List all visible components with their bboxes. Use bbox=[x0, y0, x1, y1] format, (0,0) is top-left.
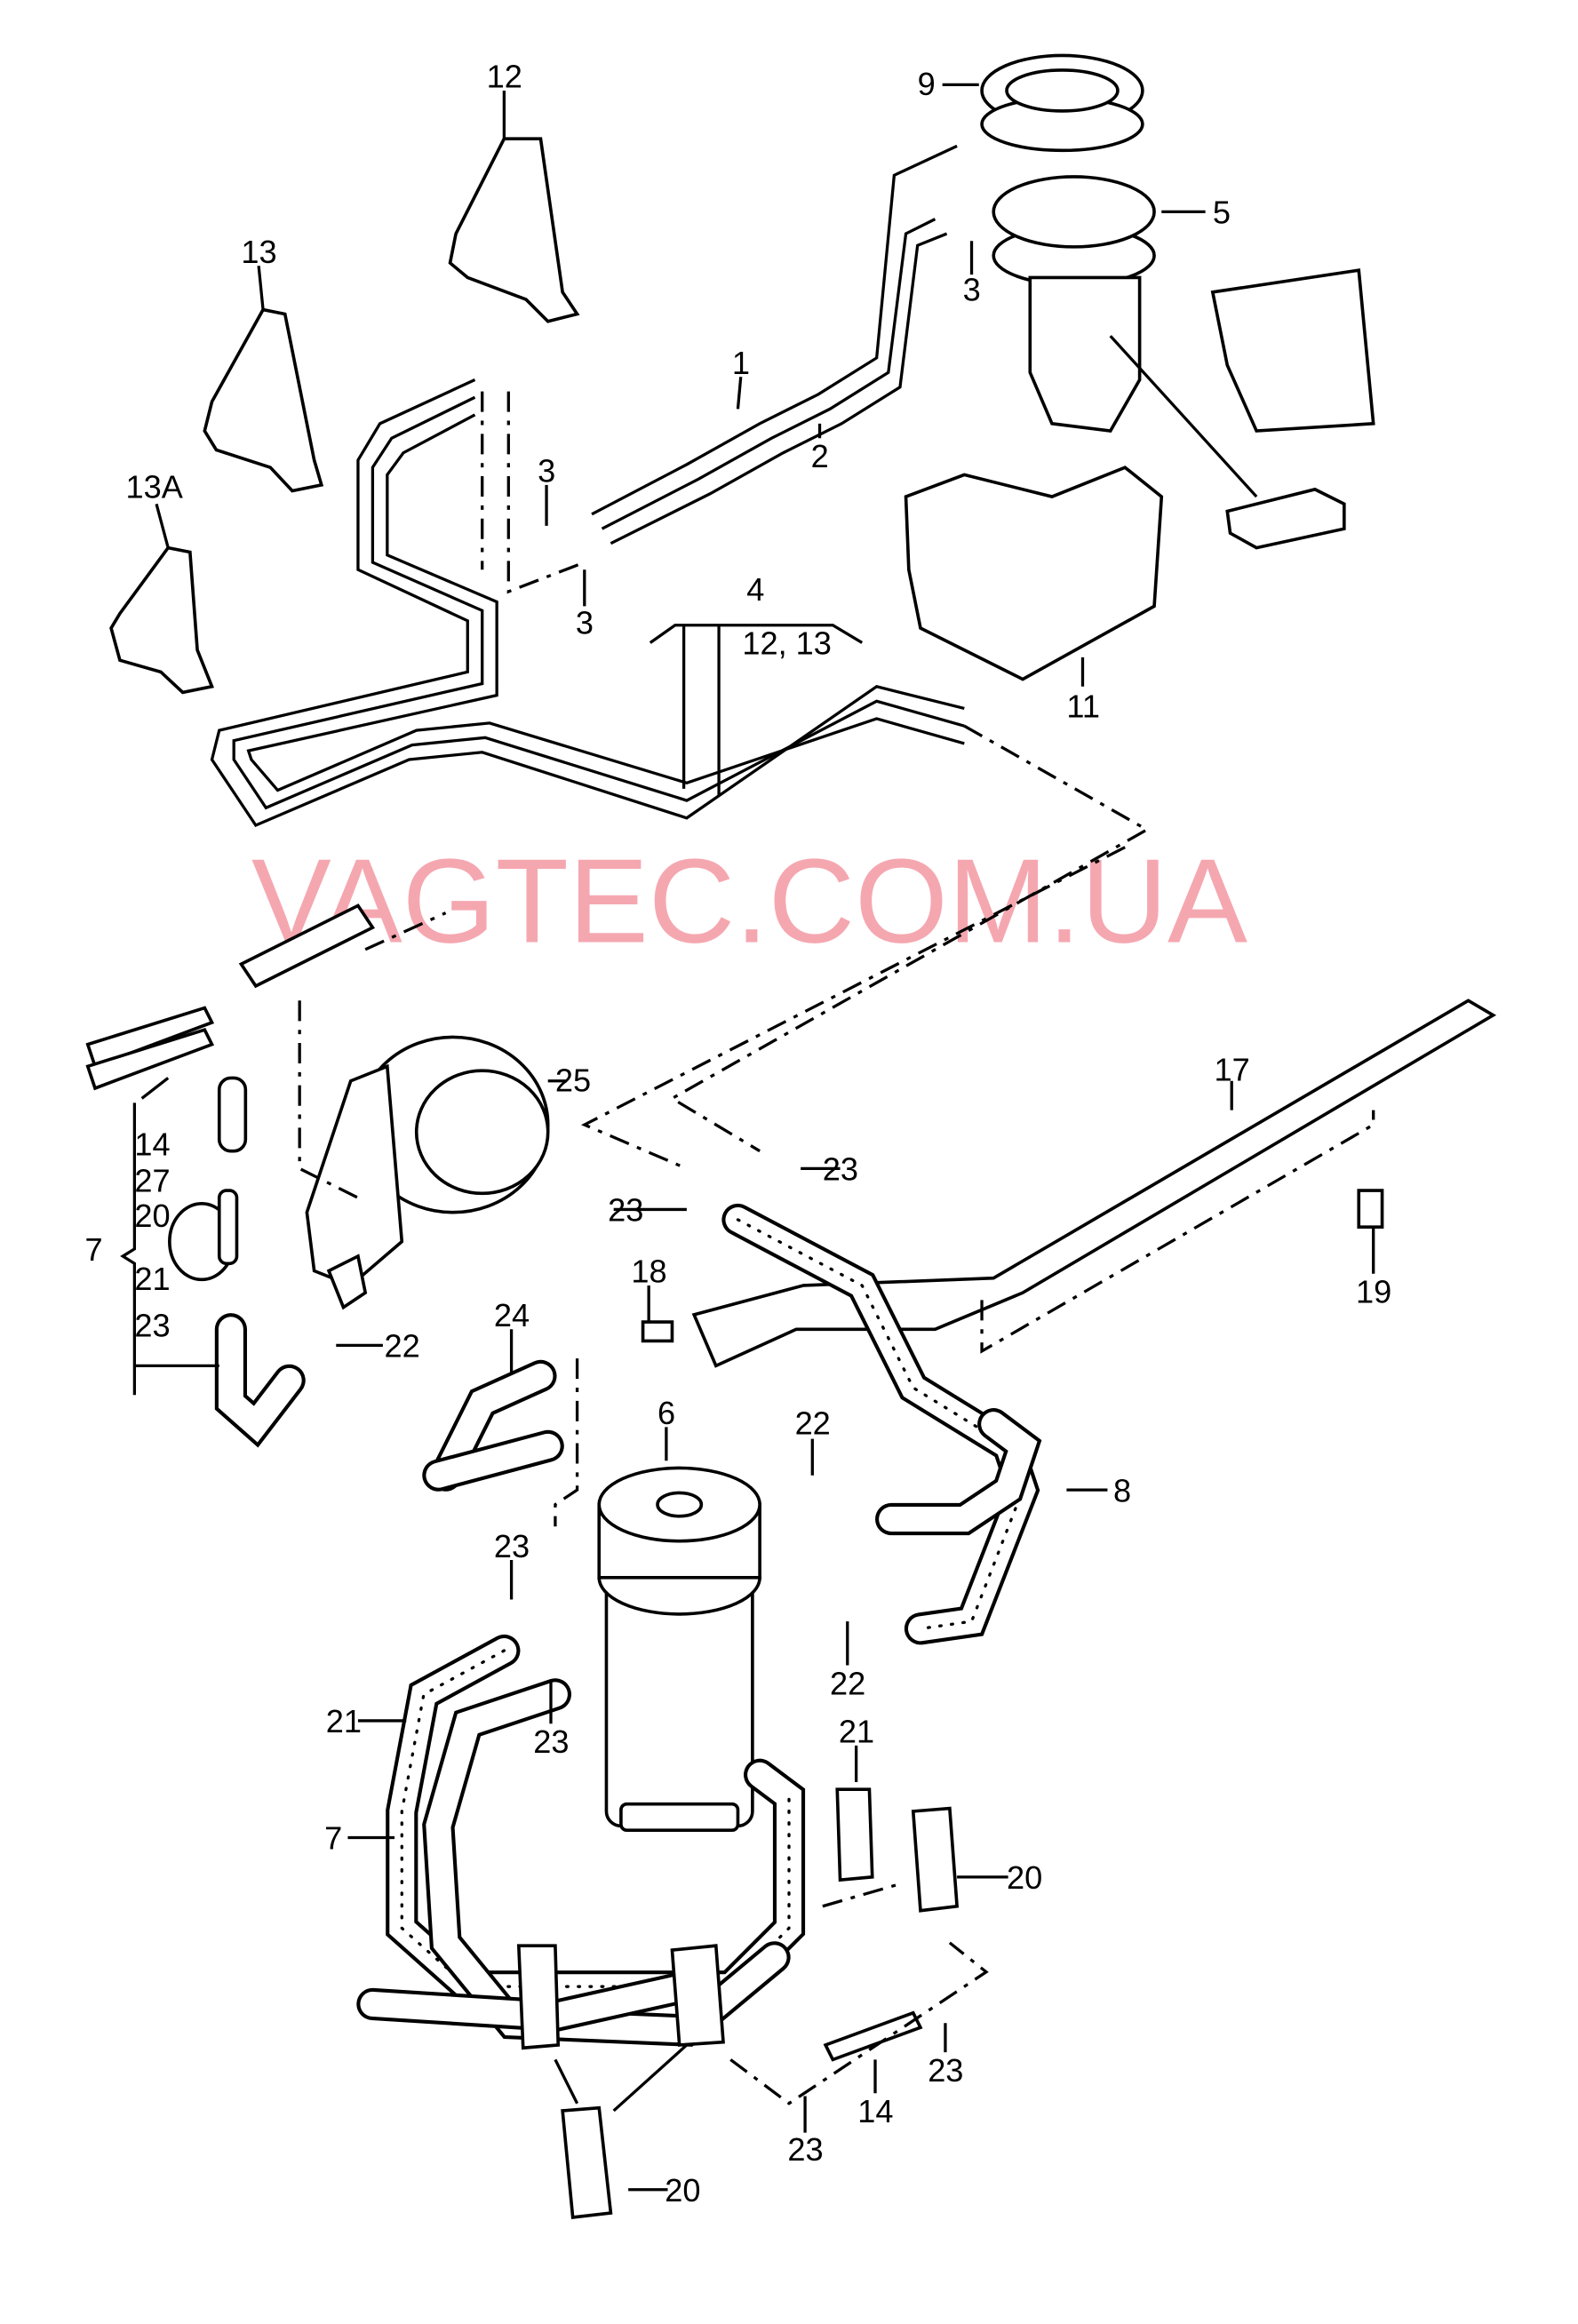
leader-lines bbox=[155, 83, 1375, 2192]
label-20: 20 bbox=[134, 1198, 170, 1234]
label-5: 5 bbox=[1213, 195, 1231, 231]
label-20: 20 bbox=[665, 2172, 700, 2209]
label-1: 1 bbox=[732, 345, 750, 381]
fuel-lines-1-2 bbox=[591, 144, 958, 545]
label-23: 23 bbox=[823, 1151, 858, 1188]
hose-7-lower bbox=[356, 1634, 806, 2047]
clip-13 bbox=[203, 307, 324, 493]
label-7: 7 bbox=[324, 1820, 342, 1857]
clip-20-a bbox=[516, 1944, 561, 2050]
label-23: 23 bbox=[533, 1723, 569, 1760]
label-21: 21 bbox=[134, 1261, 170, 1297]
clip-20-right bbox=[911, 1806, 960, 1913]
label-2: 2 bbox=[811, 438, 829, 474]
label-24: 24 bbox=[494, 1297, 530, 1333]
support-bracket-17 bbox=[691, 999, 1497, 1368]
label-12: 12 bbox=[487, 59, 522, 95]
label-11: 11 bbox=[1066, 688, 1100, 724]
bolt-18 bbox=[641, 1320, 674, 1343]
label-23: 23 bbox=[928, 2052, 963, 2089]
label-13a: 13A bbox=[126, 469, 184, 505]
label-14: 14 bbox=[134, 1126, 170, 1163]
callout-labels: 12 13 13A 9 5 3 1 2 3 3 4 12, 13 11 25 1… bbox=[84, 59, 1391, 2209]
watermark: VAGTEC.COM.UA bbox=[251, 834, 1247, 968]
label-13: 13 bbox=[241, 234, 276, 270]
label-9: 9 bbox=[918, 66, 936, 102]
fuel-sender-unit-5 bbox=[992, 175, 1375, 550]
label-25: 25 bbox=[555, 1062, 591, 1098]
pipe-bundle-4 bbox=[210, 378, 965, 828]
fuel-pump-25 bbox=[305, 1035, 550, 1310]
clip-12 bbox=[448, 137, 580, 323]
label-17: 17 bbox=[1214, 1052, 1249, 1088]
label-4-sub: 12, 13 bbox=[742, 625, 832, 662]
label-23: 23 bbox=[787, 2131, 823, 2168]
locking-ring-9 bbox=[980, 53, 1144, 153]
label-21: 21 bbox=[326, 1703, 362, 1739]
label-23: 23 bbox=[494, 1528, 530, 1564]
hose-14-assembly bbox=[85, 903, 376, 1448]
label-23: 23 bbox=[608, 1192, 643, 1229]
label-18: 18 bbox=[631, 1254, 666, 1290]
label-3: 3 bbox=[963, 272, 981, 308]
label-6: 6 bbox=[658, 1395, 675, 1431]
label-27: 27 bbox=[134, 1163, 170, 1199]
clip-21-right bbox=[835, 1787, 874, 1882]
label-3: 3 bbox=[538, 453, 555, 489]
label-22: 22 bbox=[795, 1405, 831, 1442]
connector-14 bbox=[823, 2010, 923, 2062]
clip-20-bottom bbox=[561, 2105, 613, 2219]
bracket-11 bbox=[904, 466, 1164, 681]
clip-13a bbox=[109, 545, 215, 695]
label-21: 21 bbox=[839, 1714, 874, 1750]
hose-24 bbox=[422, 1359, 564, 1492]
bolt-19 bbox=[1357, 1189, 1384, 1229]
fuel-filter-6 bbox=[597, 1466, 761, 1833]
label-7: 7 bbox=[84, 1231, 102, 1268]
label-14: 14 bbox=[857, 2093, 893, 2129]
label-20: 20 bbox=[1007, 1859, 1042, 1896]
label-3: 3 bbox=[576, 605, 594, 641]
label-19: 19 bbox=[1356, 1274, 1391, 1310]
label-8: 8 bbox=[1113, 1472, 1131, 1508]
label-22: 22 bbox=[830, 1665, 865, 1701]
label-23: 23 bbox=[134, 1307, 170, 1343]
label-4: 4 bbox=[746, 571, 764, 608]
hose-8 bbox=[721, 1203, 1042, 1645]
label-22: 22 bbox=[385, 1328, 420, 1365]
clip-20-b bbox=[670, 1944, 725, 2047]
